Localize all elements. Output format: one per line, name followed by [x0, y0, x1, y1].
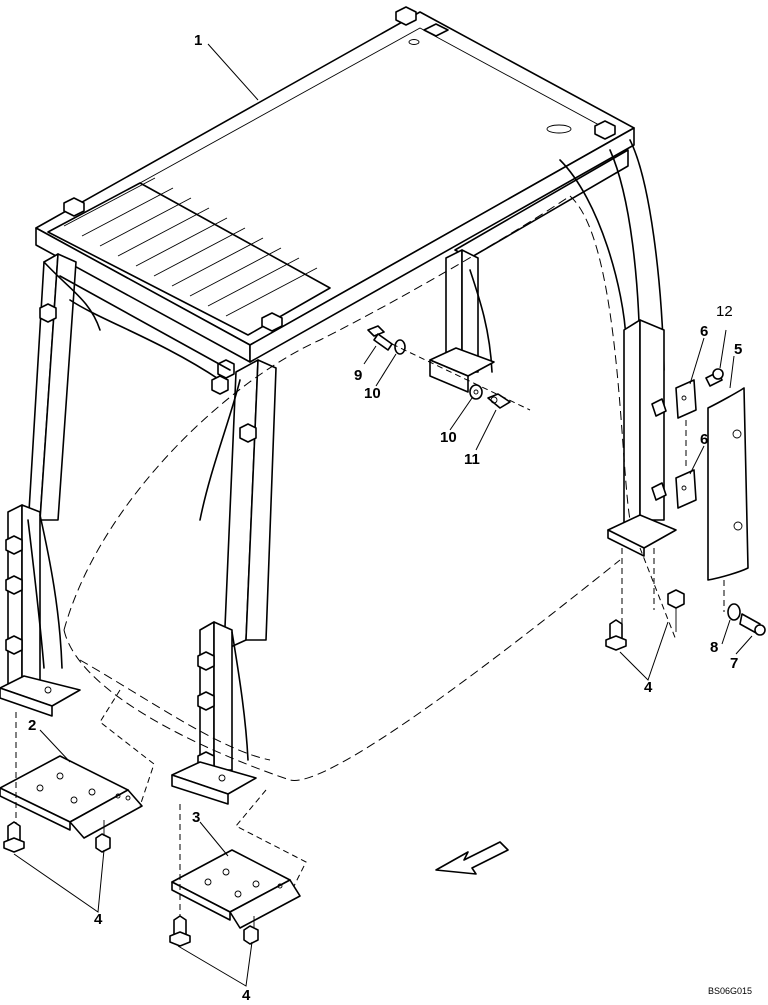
callout-11: 11: [464, 451, 480, 468]
mount-hardware: [367, 325, 531, 411]
callout-3: 3: [192, 809, 200, 826]
callout-9: 9: [354, 367, 362, 384]
callout-12: 12: [716, 303, 733, 320]
leader-lines: [13, 43, 753, 987]
callout-4-right: 4: [644, 679, 653, 696]
side-cover-assembly: [605, 368, 766, 651]
cab-frame: [0, 6, 677, 805]
front-direction-arrow: [435, 841, 509, 875]
callout-1: 1: [194, 32, 202, 49]
bolts-part-4: [3, 820, 259, 947]
callout-10-upper: 10: [364, 385, 381, 402]
callout-10-lower: 10: [440, 429, 457, 446]
drawing-code: BS06G015: [708, 986, 752, 996]
floor-plate-center: [171, 789, 307, 929]
cab-door-outline: [63, 195, 631, 781]
callout-6-lower: 6: [700, 431, 708, 448]
callout-2: 2: [28, 717, 36, 734]
callout-7: 7: [730, 655, 738, 672]
callout-labels: 1 2 3 4 4 4 5 6 6 7 8 9 10 10 11 12: [28, 32, 742, 1004]
callout-6-upper: 6: [700, 323, 708, 340]
roof-grating: [47, 177, 331, 336]
callout-8: 8: [710, 639, 718, 656]
callout-4-left: 4: [94, 911, 103, 928]
floor-plate-left: [0, 689, 155, 839]
callout-4-center: 4: [242, 987, 251, 1000]
callout-5: 5: [734, 341, 742, 358]
